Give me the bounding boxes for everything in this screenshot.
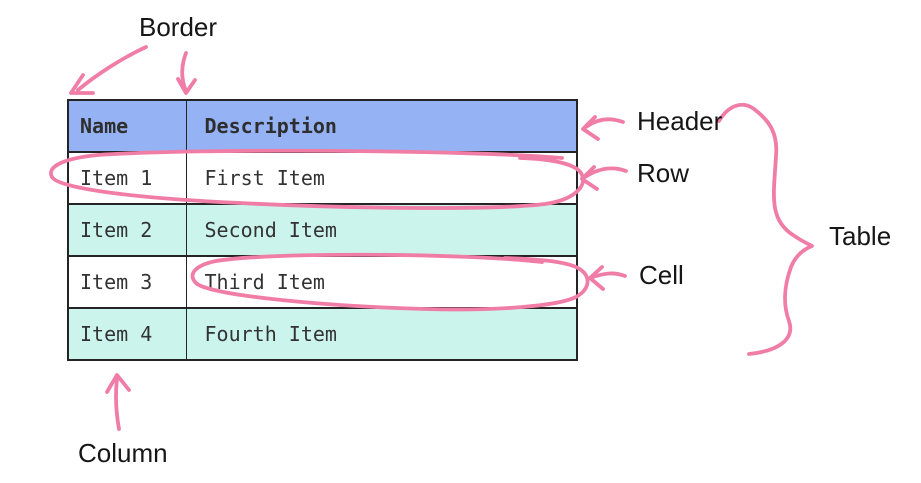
column-arrow — [105, 373, 131, 431]
table-brace — [717, 102, 814, 356]
header-cell-name: Name — [68, 100, 187, 152]
border-arrow-right — [176, 51, 197, 95]
row-label: Row — [637, 158, 690, 188]
row-arrow — [580, 165, 628, 191]
table-label: Table — [829, 221, 892, 251]
example-table: Name Description Item 1 First Item Item … — [67, 99, 578, 361]
cell-item-name: Item 4 — [68, 307, 187, 360]
table-header-row: Name Description — [68, 100, 577, 152]
cell-arrow — [588, 265, 627, 291]
table-row: Item 2 Second Item — [68, 203, 577, 256]
header-cell-description: Description — [186, 100, 577, 152]
border-label: Border — [139, 12, 218, 42]
table-row: Item 3 Third Item — [68, 255, 577, 308]
column-label: Column — [78, 438, 168, 468]
cell-item-name: Item 3 — [68, 255, 187, 308]
border-arrow-left — [69, 45, 148, 95]
cell-item-name: Item 1 — [68, 151, 187, 204]
cell-item-description: First Item — [186, 151, 577, 204]
cell-item-description: Second Item — [186, 203, 577, 256]
table-row: Item 4 Fourth Item — [68, 307, 577, 360]
cell-item-name: Item 2 — [68, 203, 187, 256]
header-label: Header — [637, 106, 723, 136]
header-arrow — [581, 115, 625, 141]
table-row: Item 1 First Item — [68, 151, 577, 204]
cell-item-description: Fourth Item — [186, 307, 577, 360]
cell-label: Cell — [639, 260, 684, 290]
cell-item-description: Third Item — [186, 255, 577, 308]
